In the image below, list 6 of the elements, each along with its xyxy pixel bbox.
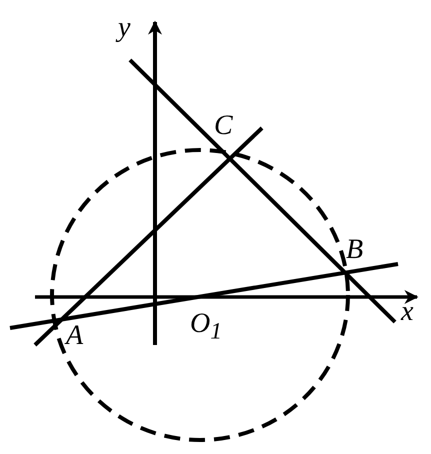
- point-label: O$_{1}$: [190, 310, 222, 344]
- point-label: C: [214, 112, 233, 140]
- axis-label: y: [118, 14, 130, 42]
- point-label: B: [346, 236, 364, 264]
- point-label: A: [66, 322, 84, 350]
- axis-label: x: [401, 298, 414, 326]
